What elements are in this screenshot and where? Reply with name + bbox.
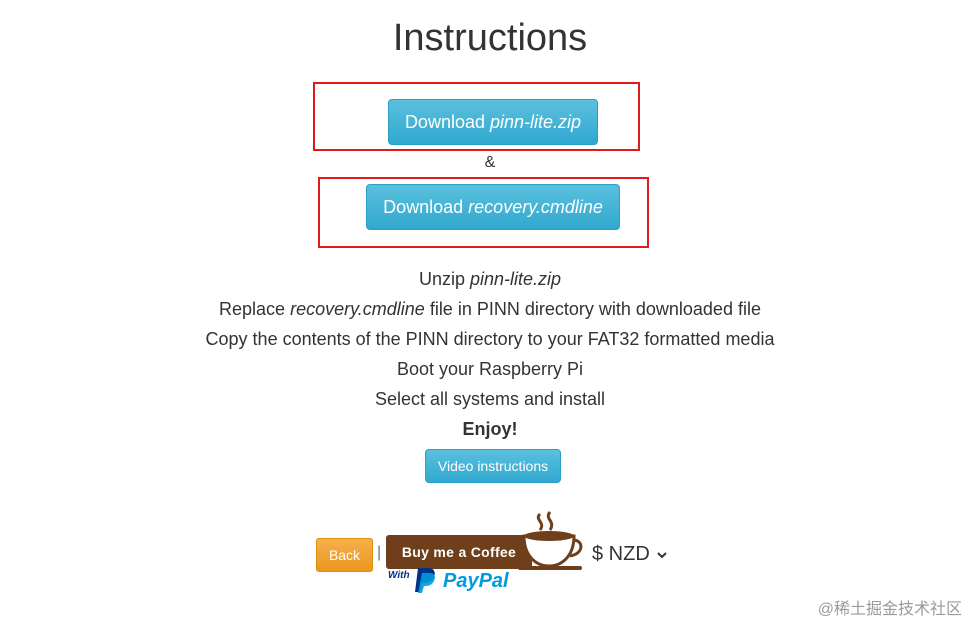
buy-me-a-coffee-button[interactable]: Buy me a Coffee xyxy=(386,535,532,569)
download-separator: & xyxy=(484,154,496,171)
step-unzip: Unzip pinn-lite.zip xyxy=(0,267,980,297)
page-title: Instructions xyxy=(392,17,588,59)
step-replace: Replace recovery.cmdline file in PINN di… xyxy=(0,297,980,327)
step-unzip-prefix: Unzip xyxy=(418,269,465,289)
coffee-cup-icon xyxy=(518,511,583,570)
download-zip-prefix: Download xyxy=(404,112,485,132)
step-copy: Copy the contents of the PINN directory … xyxy=(205,329,775,349)
step-replace-prefix: Replace xyxy=(219,299,286,319)
paypal-logo-icon xyxy=(415,568,435,593)
back-button[interactable]: Back xyxy=(316,538,373,572)
footer-separator: | xyxy=(377,544,382,561)
download-cmdline-button[interactable]: Download recovery.cmdline xyxy=(366,184,620,230)
highlight-box-cmdline xyxy=(318,177,649,248)
download-zip-filename: pinn-lite.zip xyxy=(490,112,582,132)
instruction-steps: Unzip pinn-lite.zip Replace recovery.cmd… xyxy=(0,267,980,447)
video-instructions-button[interactable]: Video instructions xyxy=(425,449,561,483)
watermark: @稀土掘金技术社区 xyxy=(817,601,962,618)
step-enjoy: Enjoy! xyxy=(462,419,518,439)
chevron-down-icon[interactable] xyxy=(656,550,668,560)
step-replace-suffix: file in PINN directory with downloaded f… xyxy=(429,299,761,319)
with-label: With xyxy=(388,570,410,581)
download-zip-button[interactable]: Download pinn-lite.zip xyxy=(388,99,598,145)
paypal-label: PayPal xyxy=(443,570,509,592)
step-replace-file: recovery.cmdline xyxy=(290,299,425,319)
step-select: Select all systems and install xyxy=(374,389,606,409)
currency-select[interactable]: $ NZD xyxy=(592,543,650,565)
step-boot: Boot your Raspberry Pi xyxy=(396,359,584,379)
highlight-box-zip xyxy=(313,82,640,151)
step-unzip-file: pinn-lite.zip xyxy=(470,269,562,289)
download-cmdline-filename: recovery.cmdline xyxy=(468,197,603,217)
download-cmdline-prefix: Download xyxy=(383,197,464,217)
